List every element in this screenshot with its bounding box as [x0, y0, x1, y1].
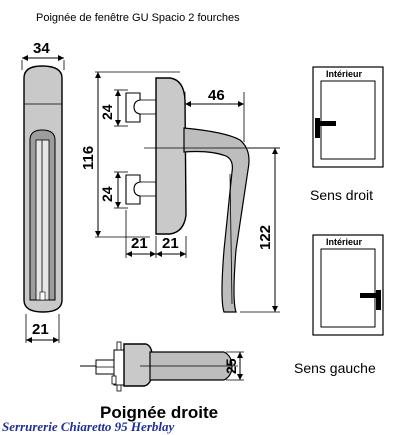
dim-fork-bottom: 24 — [99, 186, 115, 202]
dim-fork-top: 24 — [99, 104, 115, 120]
bottom-base — [123, 343, 153, 387]
bottom-side-view: 25 — [80, 341, 244, 392]
footer-credit: Serrurerie Chiaretto 95 Herblay — [2, 419, 174, 434]
dim-offset: 46 — [208, 87, 225, 104]
fork-bottom — [125, 174, 141, 205]
gauche-header: Intérieur — [326, 237, 363, 247]
dim-base-left: 21 — [131, 235, 148, 252]
diagram-title: Poignée de fenêtre GU Spacio 2 fourches — [36, 12, 240, 24]
gauche-label: Sens gauche — [294, 360, 376, 376]
handle-base — [155, 77, 187, 235]
side-view: 116 24 24 46 — [80, 71, 280, 313]
dim-width-bottom: 21 — [32, 321, 49, 338]
dim-side-height: 25 — [223, 358, 239, 374]
droite-header: Intérieur — [326, 69, 363, 79]
dim-width-top: 34 — [33, 40, 50, 57]
orientation-droite: Intérieur Sens droit — [310, 66, 384, 203]
dim-height-total: 116 — [80, 146, 97, 170]
dim-handle-length: 122 — [257, 225, 274, 250]
droite-handle-mark — [315, 118, 320, 138]
gauche-handle-mark — [376, 290, 381, 310]
front-view: 34 21 — [21, 40, 65, 343]
droite-label: Sens droit — [310, 187, 373, 203]
orientation-gauche: Intérieur Sens gauche — [294, 234, 384, 376]
dim-base-right: 21 — [162, 235, 179, 252]
fork-top — [125, 92, 141, 123]
caption: Poignée droite — [100, 403, 218, 422]
handle-lever — [183, 127, 250, 313]
